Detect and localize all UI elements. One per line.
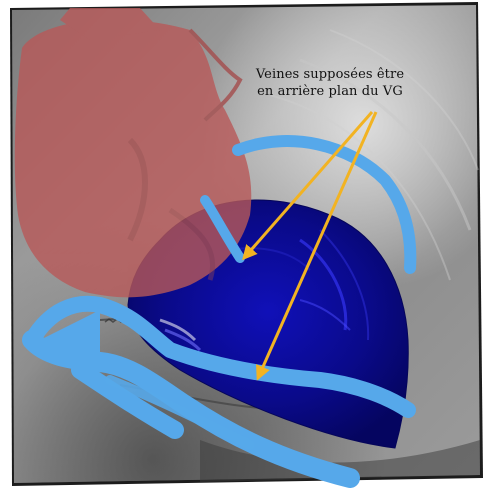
annotation-label: Veines supposées être en arrière plan du… — [255, 66, 405, 100]
annotation-line-1: Veines supposées être — [255, 66, 405, 83]
annotation-line-2: en arrière plan du VG — [255, 83, 405, 100]
